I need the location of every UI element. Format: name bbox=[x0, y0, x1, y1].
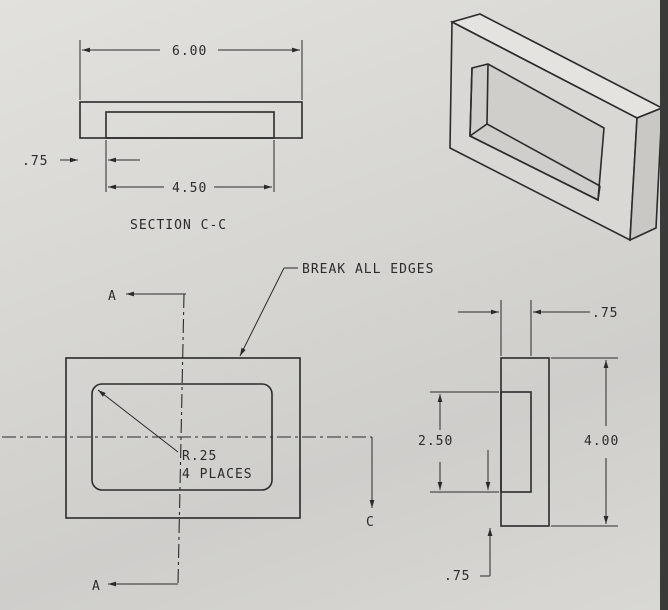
dim-top-thickness: .75 bbox=[592, 306, 618, 321]
side-section-cavity bbox=[500, 391, 532, 493]
cut-plane-label-c: C bbox=[366, 515, 375, 530]
dim-bottom-thickness: .75 bbox=[444, 569, 470, 584]
radius-label: R.25 bbox=[182, 449, 217, 464]
side-section-view bbox=[430, 300, 618, 577]
section-c-c-view bbox=[60, 40, 303, 192]
dim-inner-width: 4.50 bbox=[172, 181, 207, 196]
isometric-view bbox=[449, 13, 664, 242]
dim-overall-height: 4.00 bbox=[584, 434, 619, 449]
radius-places-label: 4 PLACES bbox=[182, 467, 253, 482]
cut-plane-label-a-top: A bbox=[108, 289, 117, 304]
side-section-body bbox=[500, 357, 550, 527]
note-break-edges: BREAK ALL EDGES bbox=[302, 262, 434, 277]
section-body bbox=[79, 101, 303, 139]
paper-edge-shadow bbox=[660, 0, 668, 610]
section-title: SECTION C-C bbox=[130, 218, 227, 233]
cut-plane-label-a-bottom: A bbox=[92, 579, 101, 594]
front-outer-edge bbox=[65, 357, 301, 519]
front-view bbox=[2, 267, 375, 587]
dim-inner-height: 2.50 bbox=[418, 434, 453, 449]
dim-wall-thickness: .75 bbox=[22, 154, 48, 169]
section-cavity bbox=[105, 111, 275, 139]
dim-overall-width: 6.00 bbox=[172, 44, 207, 59]
